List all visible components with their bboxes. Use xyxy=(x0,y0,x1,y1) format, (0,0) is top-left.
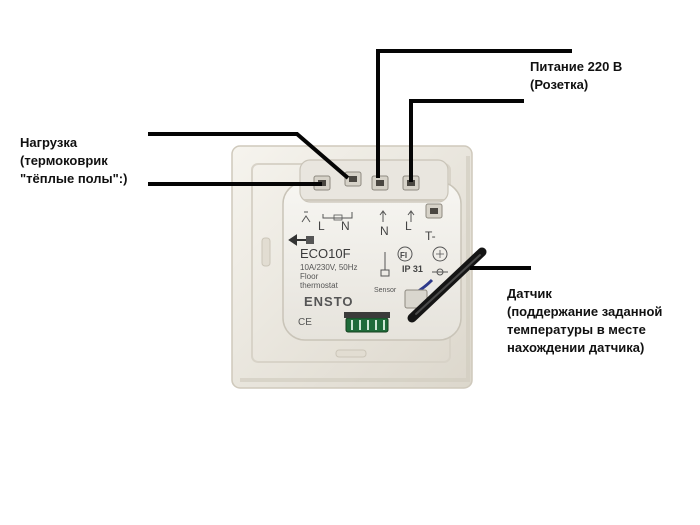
annotation-load: Нагрузка (термоковрик "тёплые полы":) xyxy=(20,134,127,188)
terminal-label-load-n: N xyxy=(341,219,350,233)
terminal-label-supply-n: N xyxy=(380,224,389,238)
annotation-sensor-title: Датчик xyxy=(507,286,552,301)
terminal-label-load-l: L xyxy=(318,219,325,233)
lead-line-power-l xyxy=(409,99,524,182)
fi-mark: FI xyxy=(400,251,407,260)
terminal-arrow-icon xyxy=(407,210,415,222)
annotation-load-detail: (термоковрик xyxy=(20,153,108,168)
connector-pins xyxy=(351,320,385,330)
fi-mark-icon xyxy=(397,246,413,262)
annotation-load-detail: "тёплые полы":) xyxy=(20,171,128,186)
thermostat-module: L N N L T- ECO10F 10A/230V, 50Hz Floor t… xyxy=(282,159,462,341)
device-spec-kind: thermostat xyxy=(300,281,339,290)
device-spec-rating: 10A/230V, 50Hz xyxy=(300,263,358,272)
load-bracket-icon xyxy=(322,212,353,219)
floor-heating-icon xyxy=(301,211,311,223)
protection-class-icon xyxy=(432,268,448,276)
frame-shadow xyxy=(240,156,470,382)
device-model: ECO10F xyxy=(300,246,351,261)
sensor-marking: Sensor xyxy=(374,287,397,294)
annotation-power-title: Питание 220 В xyxy=(530,59,623,74)
meta-mark-icon xyxy=(432,246,448,262)
lead-lines xyxy=(148,49,572,270)
annotation-sensor-detail: температуры в месте xyxy=(507,322,646,337)
lead-line-load-top xyxy=(148,132,350,180)
frame-slot-left xyxy=(261,237,271,267)
screw-terminal-sensor xyxy=(425,203,443,219)
direction-arrow-bar-icon xyxy=(306,236,314,244)
sensor-symbol-icon xyxy=(380,252,390,277)
terminal-arrow-icon xyxy=(379,210,387,222)
ce-mark: CE xyxy=(298,317,312,328)
annotation-power: Питание 220 В (Розетка) xyxy=(530,58,622,94)
lead-line-power-n xyxy=(376,49,572,178)
terminal-label-supply-l: L xyxy=(405,219,412,233)
screw-terminal-load-n xyxy=(344,171,362,187)
terminal-label-sensor: T- xyxy=(425,229,436,243)
brand-logo: ENSTO xyxy=(304,294,354,309)
ip-rating: IP 31 xyxy=(402,264,423,274)
screw-terminal-supply-n xyxy=(371,175,389,191)
connector-clip xyxy=(344,312,390,318)
heater-symbol-icon xyxy=(333,214,343,221)
annotation-power-detail: (Розетка) xyxy=(530,77,589,92)
frame-slot-bottom xyxy=(335,349,367,358)
device-spec-type: Floor xyxy=(300,272,319,281)
annotation-sensor-detail: (поддержание заданной xyxy=(507,304,663,319)
annotation-load-title: Нагрузка xyxy=(20,135,78,150)
annotation-sensor: Датчик (поддержание заданной температуры… xyxy=(507,285,662,357)
meta-mark-detail-icon xyxy=(436,250,444,258)
sensor-cable-highlight xyxy=(415,254,481,315)
direction-arrow-icon xyxy=(288,234,306,246)
annotation-sensor-detail: нахождении датчика) xyxy=(507,340,645,355)
